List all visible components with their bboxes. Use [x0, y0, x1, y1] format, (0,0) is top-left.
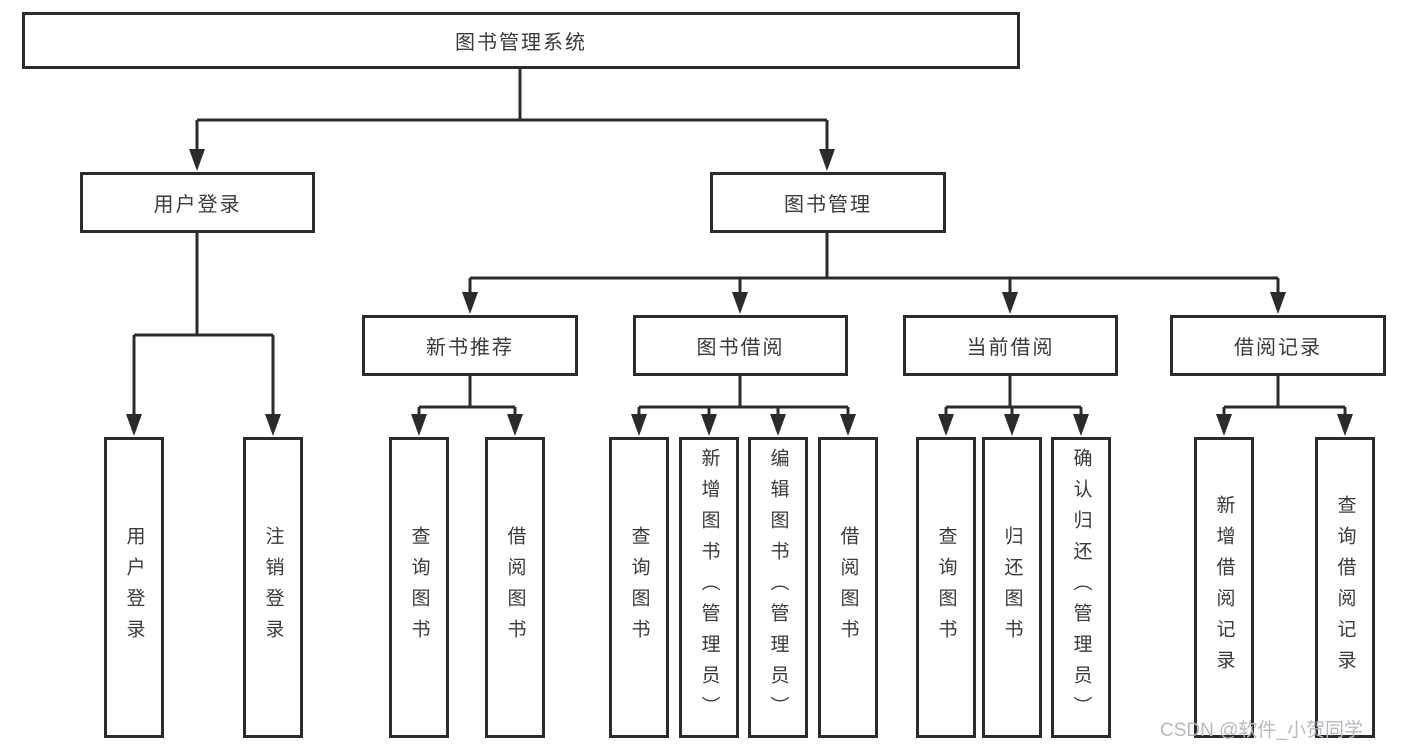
node-borrowing-records: 借阅记录	[1170, 315, 1386, 376]
leaf-edit-books-admin: 编辑图书（管理员）	[748, 437, 808, 738]
leaf-confirm-return-admin: 确认归还（管理员）	[1051, 437, 1111, 738]
leaf-query-books-current: 查询图书	[916, 437, 976, 738]
leaf-borrow-books-recommend: 借阅图书	[485, 437, 545, 738]
arrowheads	[126, 149, 1353, 436]
node-book-borrowing: 图书借阅	[633, 315, 848, 376]
node-user-login-branch: 用户登录	[80, 172, 315, 233]
leaf-logout: 注销登录	[243, 437, 303, 738]
node-new-book-recommend: 新书推荐	[362, 315, 578, 376]
leaf-add-books-admin: 新增图书（管理员）	[679, 437, 739, 738]
node-book-management-branch: 图书管理	[710, 172, 946, 233]
csdn-watermark: CSDN @软件_小贺同学	[1160, 720, 1363, 741]
leaf-query-borrow-record: 查询借阅记录	[1315, 437, 1375, 738]
leaf-add-borrow-record: 新增借阅记录	[1194, 437, 1254, 738]
leaf-borrow-books: 借阅图书	[818, 437, 878, 738]
leaf-query-books-recommend: 查询图书	[389, 437, 449, 738]
leaf-user-login: 用户登录	[104, 437, 164, 738]
node-root-system: 图书管理系统	[22, 12, 1020, 69]
leaf-query-books-borrowing: 查询图书	[609, 437, 669, 738]
leaf-return-books: 归还图书	[982, 437, 1042, 738]
node-current-borrowing: 当前借阅	[903, 315, 1118, 376]
